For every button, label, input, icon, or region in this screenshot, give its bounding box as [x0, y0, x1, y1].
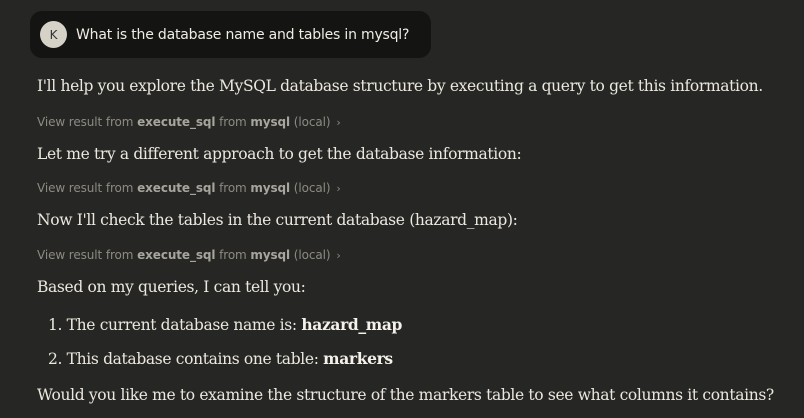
list-value: hazard_map: [301, 315, 403, 334]
list-item: 2. This database contains one table: mar…: [48, 349, 393, 369]
tool-name: execute_sql: [137, 115, 216, 129]
tool-result-link-2[interactable]: View result from execute_sql from mysql …: [37, 180, 341, 197]
tool-server: mysql: [250, 248, 291, 262]
chevron-right-icon: ›: [336, 249, 341, 262]
tool-prefix: View result from: [37, 248, 134, 262]
assistant-summary-intro: Based on my queries, I can tell you:: [37, 278, 306, 296]
chevron-right-icon: ›: [336, 182, 341, 195]
tool-name: execute_sql: [137, 181, 216, 195]
user-message-text: What is the database name and tables in …: [76, 26, 410, 43]
list-number: 2.: [48, 350, 63, 368]
tool-location: (local): [293, 115, 331, 129]
list-text: This database contains one table:: [66, 350, 319, 368]
tool-prefix: View result from: [37, 115, 134, 129]
user-message: K What is the database name and tables i…: [30, 11, 432, 58]
chevron-right-icon: ›: [336, 116, 341, 129]
tool-name: execute_sql: [137, 248, 216, 262]
tool-prefix: View result from: [37, 181, 134, 195]
assistant-followup: Would you like me to examine the structu…: [37, 386, 774, 404]
list-text: The current database name is:: [66, 316, 297, 334]
tool-location: (local): [293, 248, 331, 262]
list-item: 1. The current database name is: hazard_…: [48, 315, 402, 335]
tool-location: (local): [293, 181, 331, 195]
assistant-second-attempt: Let me try a different approach to get t…: [37, 145, 522, 163]
assistant-check-tables: Now I'll check the tables in the current…: [37, 211, 518, 229]
tool-result-link-1[interactable]: View result from execute_sql from mysql …: [37, 114, 341, 131]
user-avatar: K: [40, 21, 67, 48]
tool-from: from: [219, 248, 247, 262]
tool-from: from: [219, 181, 247, 195]
tool-server: mysql: [250, 181, 291, 195]
tool-server: mysql: [250, 115, 291, 129]
list-number: 1.: [48, 316, 63, 334]
tool-result-link-3[interactable]: View result from execute_sql from mysql …: [37, 247, 341, 264]
tool-from: from: [219, 115, 247, 129]
list-value: markers: [323, 349, 393, 368]
assistant-intro: I'll help you explore the MySQL database…: [37, 77, 763, 95]
